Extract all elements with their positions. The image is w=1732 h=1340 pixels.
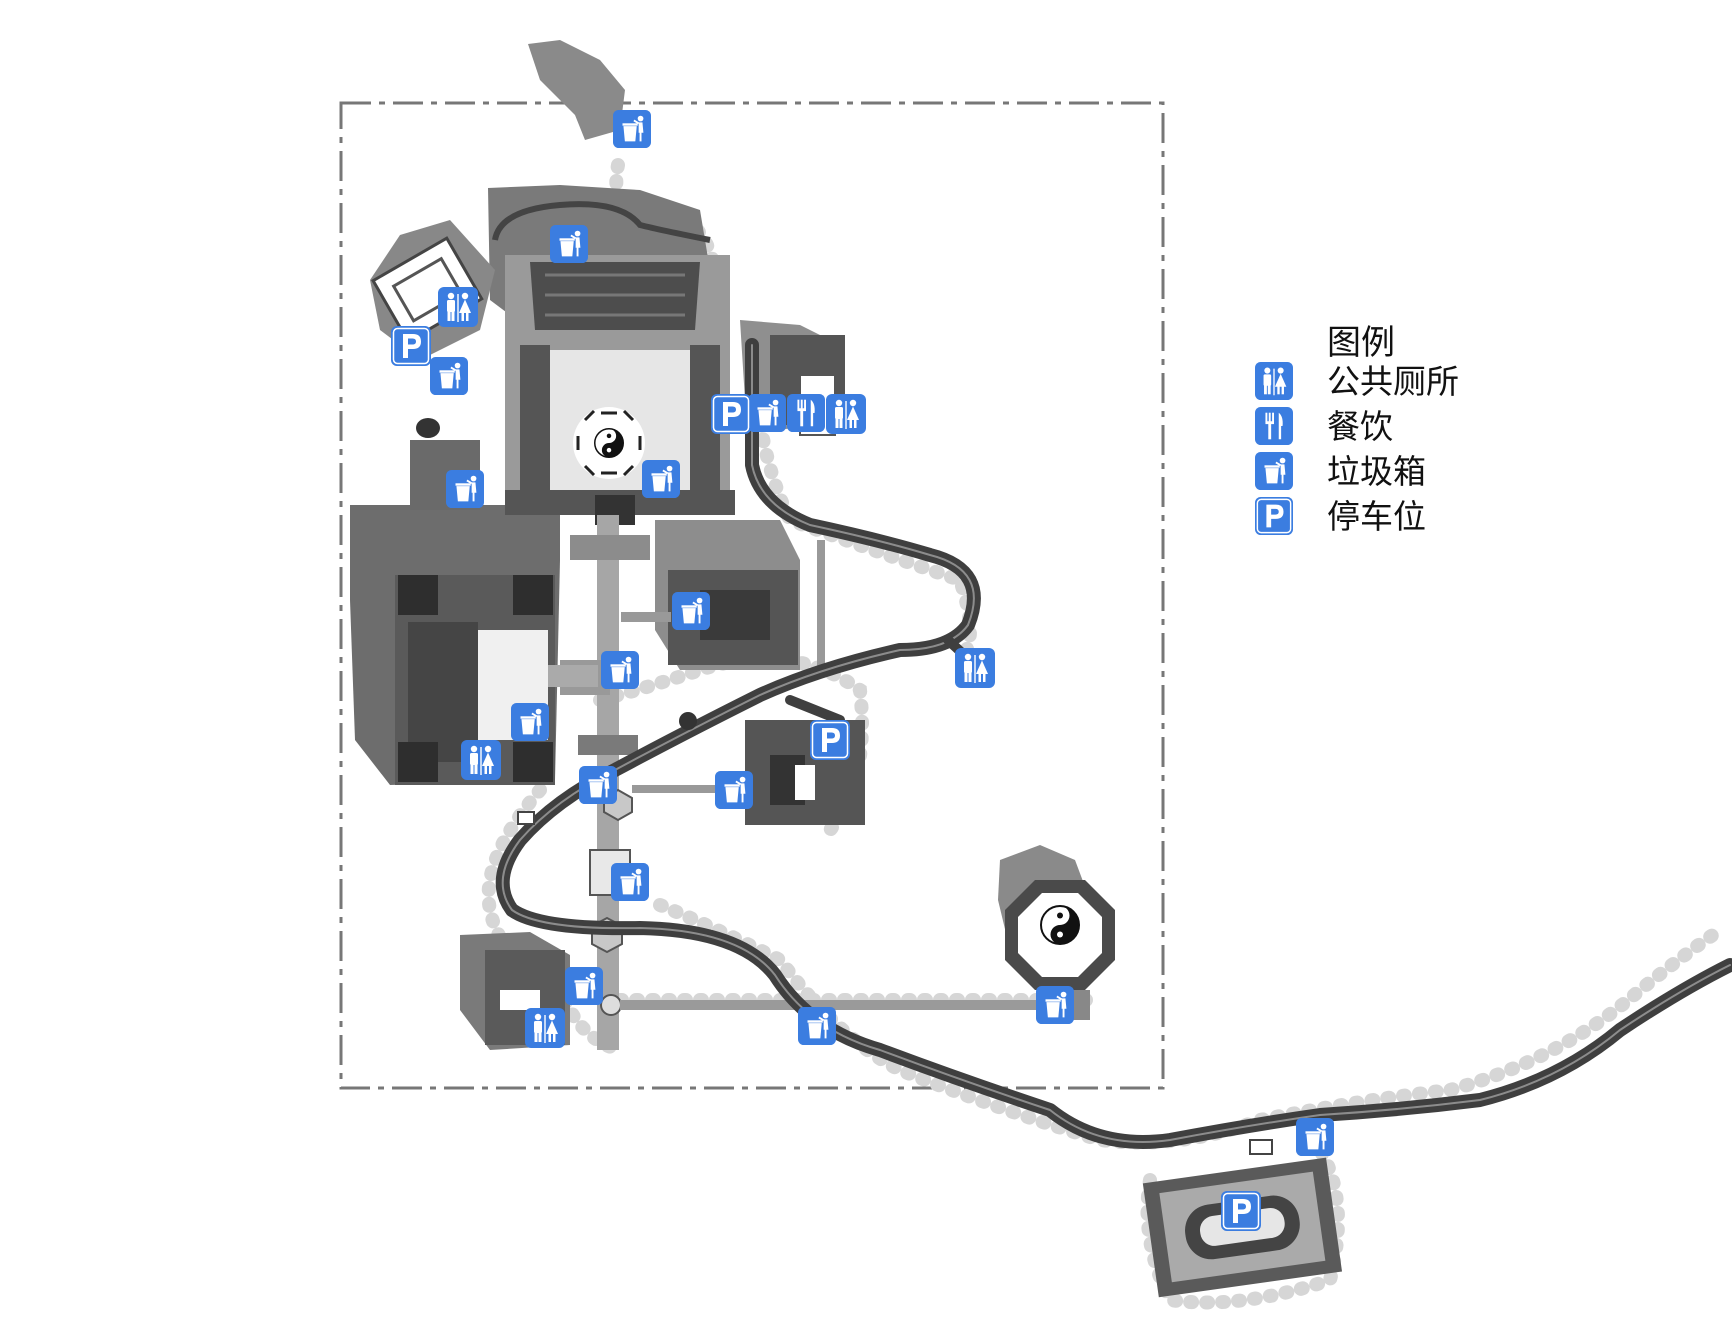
trash-bin-icon[interactable] <box>579 766 617 804</box>
trash-bin-icon[interactable] <box>798 1007 836 1045</box>
toilet-icon[interactable] <box>525 1008 565 1048</box>
trash-bin-icon[interactable] <box>601 651 639 689</box>
trash-bin-icon[interactable] <box>642 460 680 498</box>
parking-icon[interactable] <box>1221 1191 1261 1231</box>
parking-icon <box>1255 497 1293 535</box>
taiji-pavilion <box>1005 880 1115 1020</box>
trash-bin-icon[interactable] <box>672 592 710 630</box>
toilet-icon[interactable] <box>826 394 866 434</box>
legend-label-parking: 停车位 <box>1327 497 1426 536</box>
terrain <box>350 40 1090 1050</box>
trash-bin-icon[interactable] <box>550 225 588 263</box>
dining-icon <box>1255 407 1293 445</box>
area-boundary <box>339 101 1165 1090</box>
trash-bin-icon[interactable] <box>511 703 549 741</box>
toilet-icon[interactable] <box>438 287 478 327</box>
west-hall <box>395 440 555 785</box>
toilet-icon[interactable] <box>955 648 995 688</box>
well <box>679 712 697 730</box>
parking-icon[interactable] <box>711 394 751 434</box>
legend-item-trash: 垃圾箱 <box>1255 452 1515 492</box>
map-legend: 图例 公共厕所 餐饮 垃圾箱 停车位 <box>1255 315 1515 545</box>
legend-item-parking: 停车位 <box>1255 497 1515 537</box>
legend-item-toilet: 公共厕所 <box>1255 362 1515 402</box>
trash-bin-icon[interactable] <box>446 470 484 508</box>
trash-bin-icon[interactable] <box>430 357 468 395</box>
legend-label-toilet: 公共厕所 <box>1327 362 1459 401</box>
trash-bin-icon[interactable] <box>613 110 651 148</box>
trash-bin-icon[interactable] <box>748 394 786 432</box>
dining-markers <box>787 394 825 432</box>
legend-label-trash: 垃圾箱 <box>1327 452 1426 491</box>
parking-icon[interactable] <box>810 720 850 760</box>
trash-bin-icon[interactable] <box>1296 1118 1334 1156</box>
dining-icon[interactable] <box>787 394 825 432</box>
trash-bin-icon[interactable] <box>565 967 603 1005</box>
legend-title: 图例 <box>1327 323 1395 363</box>
trash-bin-icon[interactable] <box>715 771 753 809</box>
legend-label-dining: 餐饮 <box>1327 407 1393 446</box>
trash-bin-icon <box>1255 452 1293 490</box>
trash-bin-icon[interactable] <box>611 863 649 901</box>
trash-bin-icon[interactable] <box>1036 986 1074 1024</box>
legend-item-dining: 餐饮 <box>1255 407 1515 447</box>
south-central-hall <box>745 720 865 825</box>
toilet-icon[interactable] <box>461 740 501 780</box>
bagua-symbol <box>573 407 645 479</box>
parking-icon[interactable] <box>391 326 431 366</box>
toilet-icon <box>1255 362 1293 400</box>
signpost <box>517 811 535 825</box>
